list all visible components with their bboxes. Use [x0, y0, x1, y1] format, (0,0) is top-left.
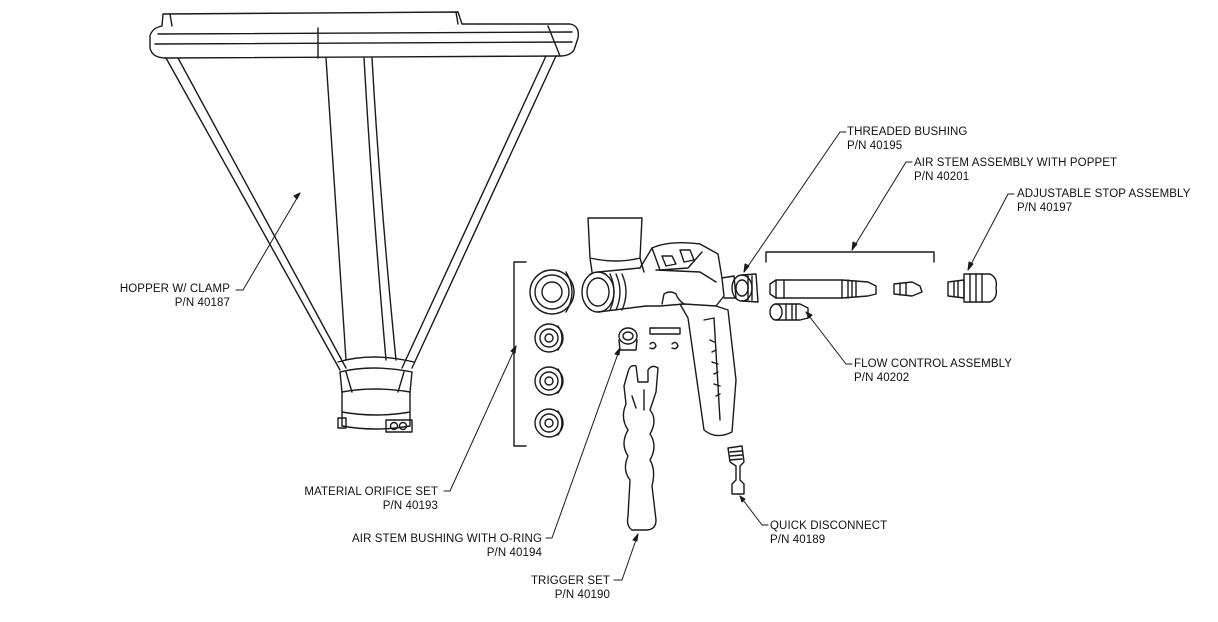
orifice-set-drawing: [513, 261, 575, 447]
hopper-part-number: P/N 40187: [174, 297, 230, 309]
flow-control-callout: FLOW CONTROL ASSEMBLY P/N 40202: [854, 357, 1012, 385]
orifice-label: MATERIAL ORIFICE SET: [304, 486, 438, 498]
hopper-drawing: [149, 11, 580, 433]
adjustable-stop-part-number: P/N 40197: [1017, 202, 1073, 214]
air-stem-bushing-drawing: [618, 327, 681, 351]
air-stem-bushing-part-number: P/N 40194: [486, 547, 542, 559]
hopper-label: HOPPER W/ CLAMP: [119, 283, 230, 295]
threaded-bushing-part-number: P/N 40195: [847, 140, 903, 152]
air-stem-components-drawing: [731, 251, 998, 321]
adjustable-stop-callout: ADJUSTABLE STOP ASSEMBLY P/N 40197: [1017, 187, 1190, 215]
threaded-bushing-label: THREADED BUSHING: [847, 126, 968, 138]
orifice-callout: MATERIAL ORIFICE SET P/N 40193: [268, 485, 438, 513]
air-stem-assembly-label: AIR STEM ASSEMBLY WITH POPPET: [914, 157, 1118, 169]
threaded-bushing-callout: THREADED BUSHING P/N 40195: [847, 125, 967, 153]
quick-disconnect-part-number: P/N 40189: [770, 534, 826, 546]
air-stem-assembly-callout: AIR STEM ASSEMBLY WITH POPPET P/N 40201: [914, 156, 1117, 184]
quick-disconnect-callout: QUICK DISCONNECT P/N 40189: [770, 519, 887, 547]
trigger-callout: TRIGGER SET P/N 40190: [500, 574, 610, 602]
gun-body-drawing: [581, 217, 737, 437]
leader-lines: [235, 131, 1015, 581]
adjustable-stop-label: ADJUSTABLE STOP ASSEMBLY: [1017, 188, 1191, 200]
trigger-part-number: P/N 40190: [554, 589, 610, 601]
quick-disconnect-label: QUICK DISCONNECT: [770, 520, 888, 532]
trigger-label: TRIGGER SET: [530, 575, 610, 587]
quick-disconnect-drawing: [727, 445, 745, 495]
orifice-part-number: P/N 40193: [382, 500, 438, 512]
air-stem-bushing-label: AIR STEM BUSHING WITH O-RING: [352, 533, 542, 545]
flow-control-part-number: P/N 40202: [854, 372, 910, 384]
air-stem-assembly-part-number: P/N 40201: [914, 171, 970, 183]
air-stem-bushing-callout: AIR STEM BUSHING WITH O-RING P/N 40194: [320, 532, 542, 560]
hopper-callout: HOPPER W/ CLAMP P/N 40187: [100, 282, 230, 310]
trigger-drawing: [622, 364, 659, 531]
flow-control-label: FLOW CONTROL ASSEMBLY: [854, 358, 1013, 370]
